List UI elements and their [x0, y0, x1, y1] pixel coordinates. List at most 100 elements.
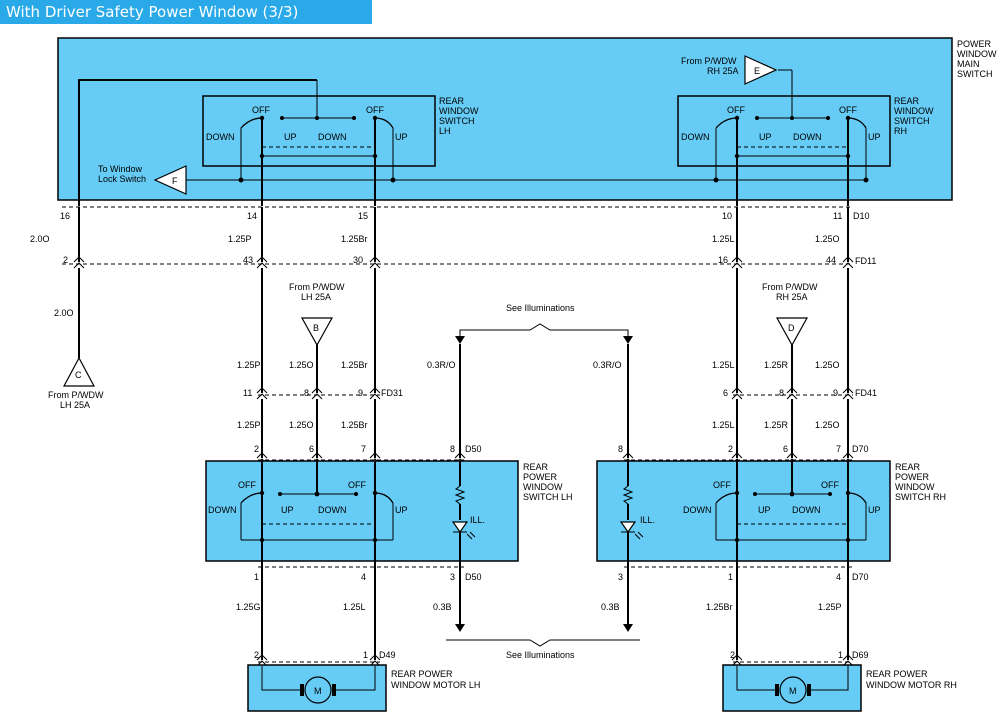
rear-switch-lh-label: REAR POWER WINDOW SWITCH LH [523, 462, 573, 502]
svg-text:16: 16 [718, 255, 728, 265]
svg-text:LH 25A: LH 25A [301, 292, 331, 302]
svg-text:POWER: POWER [895, 472, 930, 482]
svg-text:M: M [789, 686, 797, 696]
rear-switch-rh-illumination: ILL. [619, 461, 655, 568]
lh-up-left: UP [284, 132, 297, 142]
connector-fd41: 6 8 9 FD41 [723, 387, 877, 400]
illumination-wires-bottom: 0.3B 0.3B See Illuminations [433, 568, 640, 660]
svg-text:15: 15 [358, 211, 368, 221]
rh-block-label-2: WINDOW [894, 106, 934, 116]
rear-switch-lh-contacts: OFF OFF DOWN UP DOWN UP [208, 461, 408, 568]
svg-text:2: 2 [730, 650, 735, 660]
svg-text:2: 2 [254, 650, 259, 660]
svg-text:11: 11 [243, 388, 252, 398]
rear-switch-rh-contacts: OFF OFF DOWN UP DOWN UP [683, 461, 881, 568]
svg-text:WINDOW: WINDOW [523, 482, 563, 492]
svg-text:B: B [313, 323, 319, 333]
to-lock-label-1: To Window [98, 164, 143, 174]
svg-text:16: 16 [60, 211, 70, 221]
main-switch-label-2: WINDOW [957, 49, 997, 59]
motor-lh-label-1: REAR POWER [391, 669, 453, 679]
wires-d10-fd11: 2.0O 1.25P 1.25Br 1.25L 1.25O [30, 207, 849, 262]
svg-text:3: 3 [618, 572, 623, 582]
lh-block-label-1: REAR [439, 96, 465, 106]
svg-text:UP: UP [395, 505, 408, 515]
illumination-wires-top: See Illuminations 0.3R/O 0.3R/O [427, 303, 633, 458]
svg-text:0.3R/O: 0.3R/O [427, 360, 456, 370]
rh-main-switch-contacts: OFF OFF DOWN UP DOWN UP [681, 70, 881, 206]
svg-text:2: 2 [728, 444, 733, 454]
svg-text:0.3R/O: 0.3R/O [593, 360, 622, 370]
lh-off-left: OFF [252, 105, 270, 115]
connector-d50-bottom-label: D50 [465, 572, 482, 582]
connector-fd31: 11 8 9 FD31 [243, 387, 403, 400]
svg-text:4: 4 [836, 572, 841, 582]
svg-text:1.25Br: 1.25Br [341, 234, 368, 244]
connector-d70-top-label: D70 [852, 444, 869, 454]
rear-power-window-switch-rh [596, 460, 891, 562]
wires-to-rear-switches: 1.25P 1.25O 1.25Br 1.25L 1.25R 1.25O [237, 399, 849, 458]
svg-text:1.25Br: 1.25Br [341, 420, 368, 430]
svg-text:D: D [788, 323, 795, 333]
svg-text:1.25P: 1.25P [237, 420, 261, 430]
power-window-main-switch [57, 37, 953, 201]
connector-d10-label: D10 [853, 211, 870, 221]
svg-text:M: M [314, 686, 322, 696]
svg-text:8: 8 [304, 388, 309, 398]
lh-up-right: UP [395, 132, 408, 142]
rear-power-window-switch-lh [205, 460, 519, 562]
svg-text:1: 1 [838, 650, 843, 660]
connector-d49-label: D49 [379, 650, 396, 660]
svg-text:1.25R: 1.25R [764, 420, 789, 430]
lh-off-right: OFF [366, 105, 384, 115]
svg-text:2: 2 [254, 444, 259, 454]
svg-text:3: 3 [450, 572, 455, 582]
ref-e-label: E [754, 66, 760, 76]
svg-text:1.25L: 1.25L [712, 234, 735, 244]
lh-middle-wiring: B From P/WDW LH 25A 1.25P 1.25O 1.25Br [237, 268, 376, 393]
connector-d70-bottom-label: D70 [852, 572, 869, 582]
rh-block-label-4: RH [894, 126, 907, 136]
svg-text:0.3B: 0.3B [601, 602, 620, 612]
motor-rh-symbol: M [736, 666, 849, 704]
svg-text:10: 10 [722, 211, 732, 221]
rh-down-left: DOWN [681, 132, 710, 142]
svg-text:1.25O: 1.25O [815, 360, 840, 370]
svg-text:6: 6 [783, 444, 788, 454]
rh-off-left: OFF [727, 105, 745, 115]
motor-lh-symbol: M [261, 666, 376, 704]
connector-d50-bottom: 1 4 3 D50 [254, 572, 482, 582]
svg-text:ILL.: ILL. [470, 515, 485, 525]
svg-text:POWER: POWER [523, 472, 558, 482]
svg-text:LH 25A: LH 25A [60, 400, 90, 410]
motor-lh-label-2: WINDOW MOTOR LH [391, 680, 480, 690]
svg-text:DOWN: DOWN [318, 505, 347, 515]
connector-fd31-label: FD31 [381, 388, 403, 398]
svg-text:SWITCH RH: SWITCH RH [895, 492, 946, 502]
svg-text:C: C [75, 370, 82, 380]
rh-off-right: OFF [839, 105, 857, 115]
svg-text:UP: UP [281, 505, 294, 515]
from-e-label-1: From P/WDW [681, 56, 737, 66]
svg-text:1.25O: 1.25O [815, 234, 840, 244]
lh-block-label-3: SWITCH [439, 116, 475, 126]
ref-e-triangle [744, 55, 778, 85]
svg-text:1.25P: 1.25P [818, 602, 842, 612]
svg-text:1: 1 [363, 650, 368, 660]
connector-fd41-label: FD41 [855, 388, 877, 398]
main-switch-label-4: SWITCH [957, 69, 993, 79]
svg-text:OFF: OFF [348, 480, 366, 490]
see-illuminations-top: See Illuminations [506, 303, 575, 313]
rear-window-switch-rh-block [677, 95, 891, 167]
svg-text:30: 30 [353, 255, 363, 265]
svg-text:OFF: OFF [821, 480, 839, 490]
svg-text:SWITCH LH: SWITCH LH [523, 492, 573, 502]
svg-text:RH 25A: RH 25A [776, 292, 808, 302]
svg-text:1.25G: 1.25G [236, 602, 261, 612]
connector-fd11: 2 43 30 16 44 FD11 [63, 255, 876, 269]
ref-f-label: F [172, 176, 178, 186]
svg-text:11: 11 [833, 211, 842, 221]
rh-up-right: UP [868, 132, 881, 142]
svg-text:WINDOW: WINDOW [895, 482, 935, 492]
